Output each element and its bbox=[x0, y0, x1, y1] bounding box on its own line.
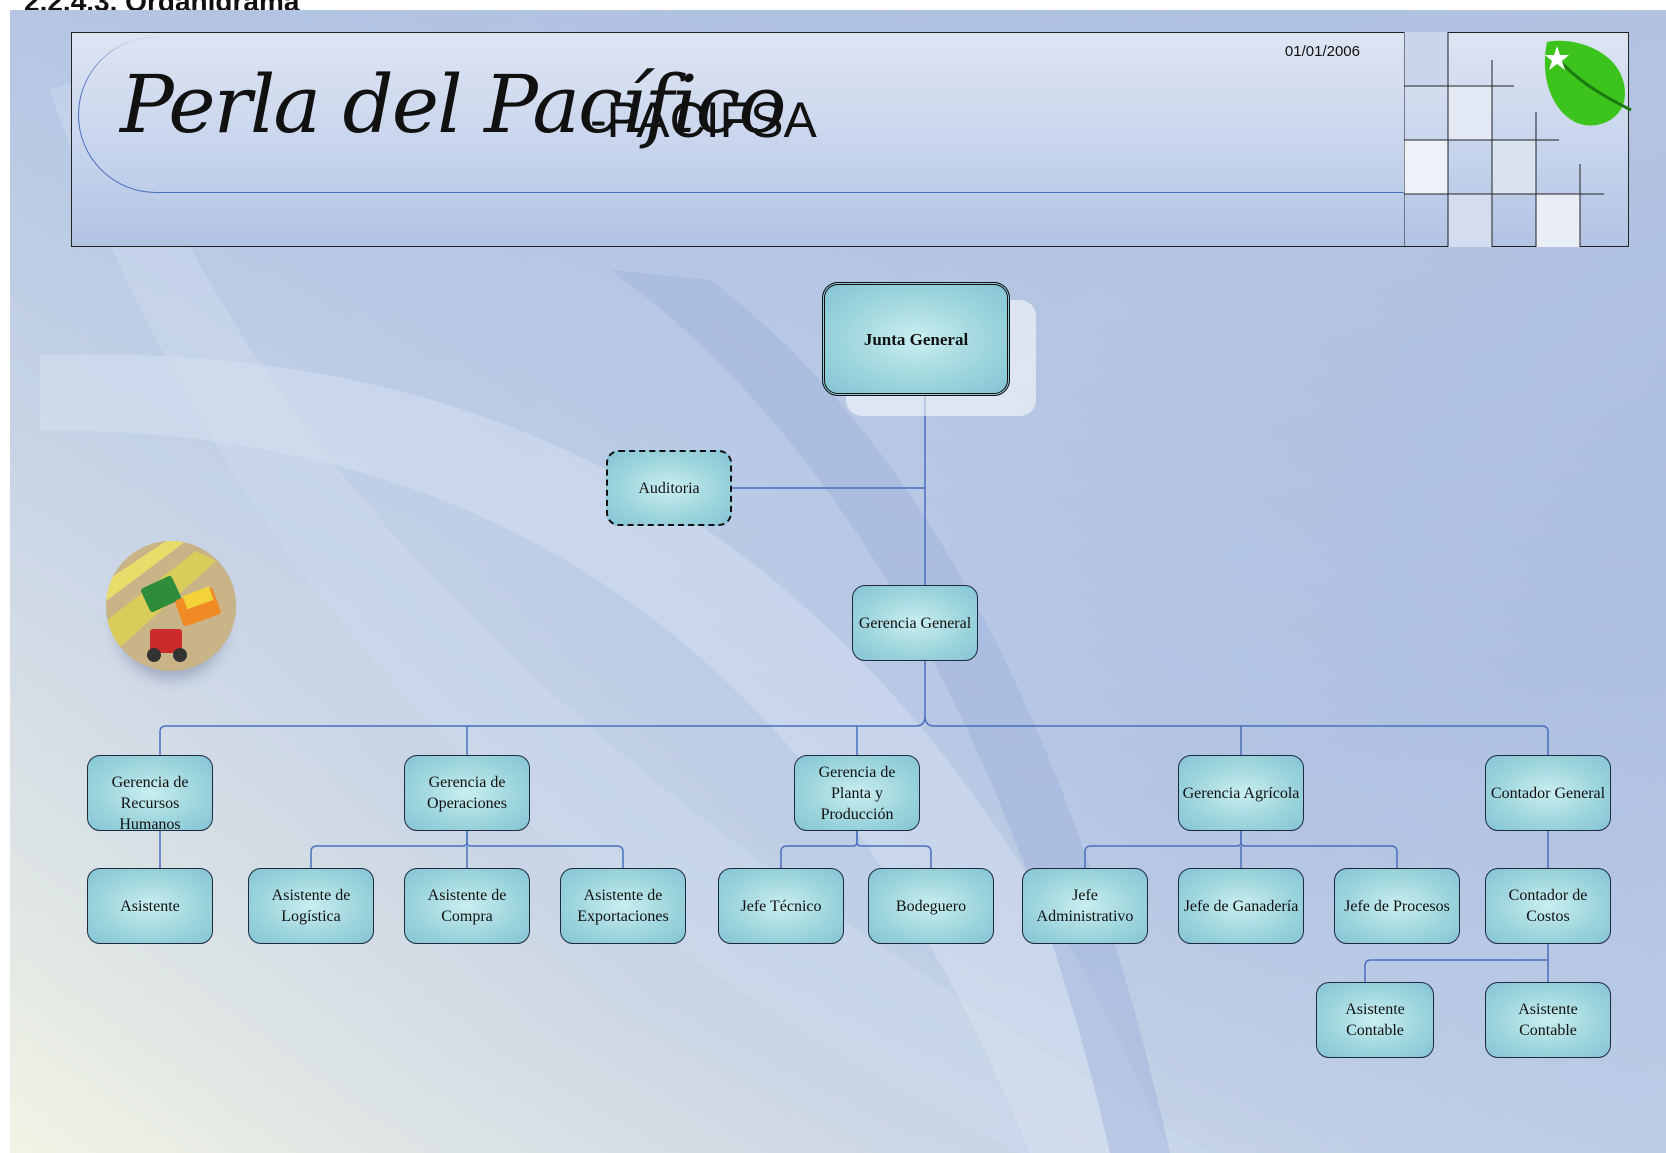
org-node-gerencia-general[interactable]: Gerencia General bbox=[852, 585, 978, 661]
banner-grid-decoration bbox=[1404, 32, 1604, 247]
org-node-gerencia-produccion[interactable]: Gerencia de Planta y Producción bbox=[794, 755, 920, 831]
org-node-asistente-logistica[interactable]: Asistente de Logística bbox=[248, 868, 374, 944]
org-node-gerencia-agricola[interactable]: Gerencia Agrícola bbox=[1178, 755, 1304, 831]
org-node-jefe-tecnico[interactable]: Jefe Técnico bbox=[718, 868, 844, 944]
org-node-asistente-exportaciones[interactable]: Asistente de Exportaciones bbox=[560, 868, 686, 944]
banner-curve-decoration bbox=[78, 37, 1419, 193]
banner-date: 01/01/2006 bbox=[1284, 43, 1360, 60]
org-node-gerencia-rrhh[interactable]: Gerencia de Recursos Humanos bbox=[87, 755, 213, 833]
org-node-auditoria[interactable]: Auditoria bbox=[606, 450, 732, 526]
org-node-asistente-contable-2[interactable]: Asistente Contable bbox=[1485, 982, 1611, 1058]
org-node-jefe-ganaderia[interactable]: Jefe de Ganadería bbox=[1178, 868, 1304, 944]
org-node-asistente-compra[interactable]: Asistente de Compra bbox=[404, 868, 530, 944]
leaf-star-logo-icon bbox=[1544, 40, 1632, 126]
company-abbreviation: -PACIFSA bbox=[590, 92, 817, 148]
company-name-script: Perla del Pacífico bbox=[120, 58, 787, 151]
header-banner: Perla del Pacífico -PACIFSA 01/01/2006 bbox=[71, 32, 1629, 247]
org-node-rrhh-asistente[interactable]: Asistente bbox=[87, 868, 213, 944]
org-node-jefe-administrativo[interactable]: Jefe Administrativo bbox=[1022, 868, 1148, 944]
org-node-junta-general[interactable]: Junta General bbox=[822, 282, 1010, 396]
farm-machinery-image bbox=[106, 541, 236, 671]
org-node-contador-general[interactable]: Contador General bbox=[1485, 755, 1611, 831]
org-node-asistente-contable-1[interactable]: Asistente Contable bbox=[1316, 982, 1434, 1058]
org-node-gerencia-operaciones[interactable]: Gerencia de Operaciones bbox=[404, 755, 530, 831]
org-node-jefe-procesos[interactable]: Jefe de Procesos bbox=[1334, 868, 1460, 944]
org-node-contador-costos[interactable]: Contador de Costos bbox=[1485, 868, 1611, 944]
org-chart-canvas: Perla del Pacífico -PACIFSA 01/01/2006 bbox=[10, 10, 1666, 1153]
org-node-bodeguero[interactable]: Bodeguero bbox=[868, 868, 994, 944]
